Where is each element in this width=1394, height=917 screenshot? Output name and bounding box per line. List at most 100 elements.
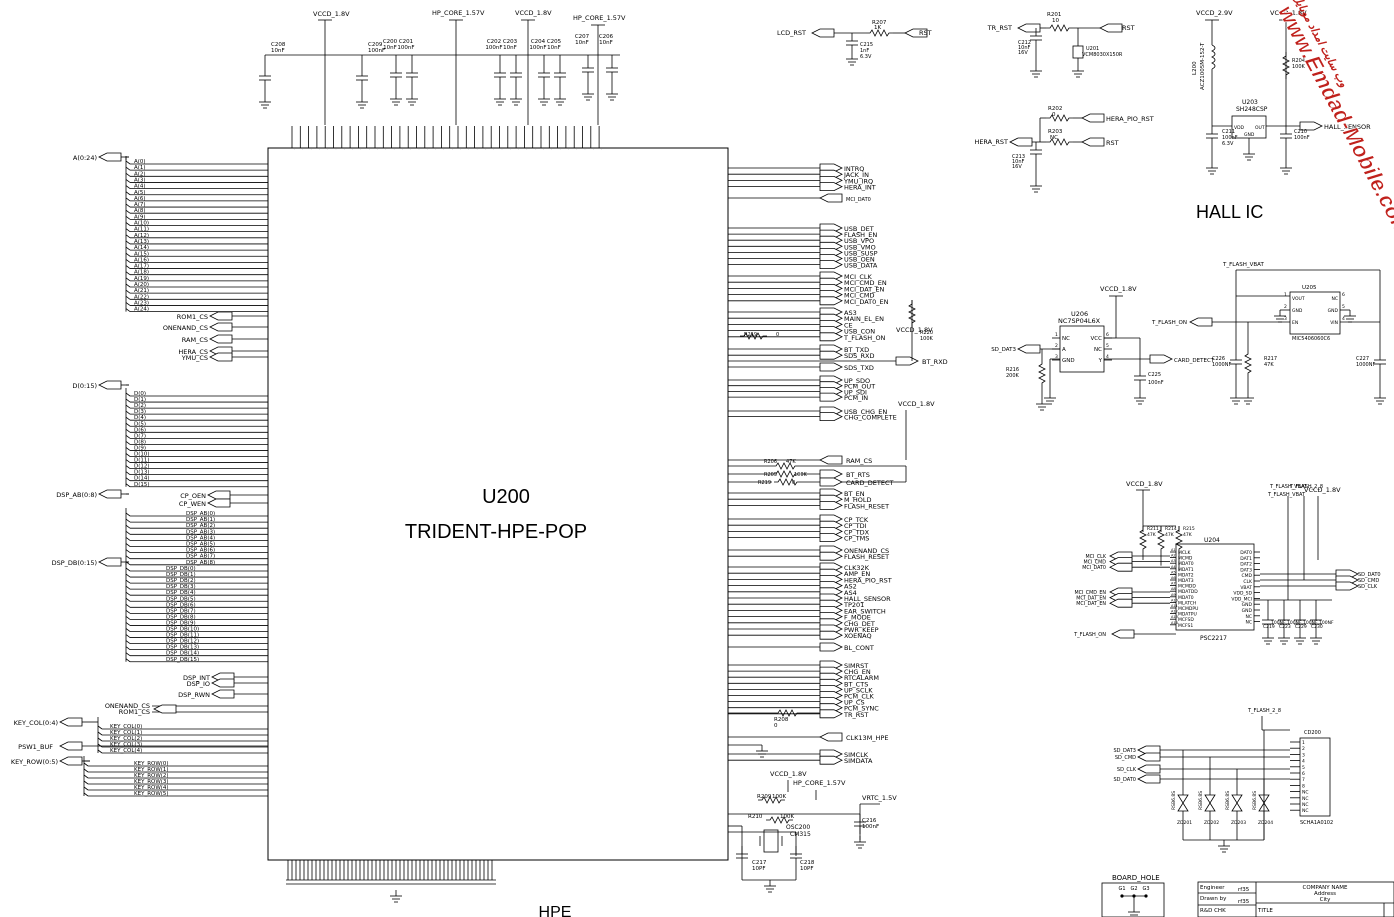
psw-label: PSW1_BUF <box>18 743 53 751</box>
sheet-title: HPE <box>539 904 572 917</box>
right-signal: FLASH_EN <box>844 231 877 239</box>
watermark: www.Emdad-Mobile.com وب سایت امداد موبای… <box>1273 0 1394 241</box>
vccd-osc-label: VCCD_1.8V <box>770 770 807 778</box>
signal-label: D(10) <box>134 452 150 458</box>
u203-val: SH248CSP <box>1236 106 1268 113</box>
right-signal: SIMDATA <box>844 757 873 765</box>
u204-pin: MCFSD <box>1178 617 1194 623</box>
output-port-icon <box>895 356 919 366</box>
c210-val: 100nF <box>1294 135 1310 141</box>
u205-pin: EN <box>1292 320 1298 326</box>
u205-pin: VIN <box>1330 320 1338 326</box>
output-port-icon <box>819 332 843 342</box>
signal-label: D(6) <box>134 427 146 433</box>
signal-label: A(7) <box>134 202 146 208</box>
signal-label: D(14) <box>134 476 150 482</box>
u204-output: SD_CLK <box>1358 584 1378 590</box>
zener-icon <box>1204 802 1216 812</box>
r201-val: 10 <box>1052 18 1059 24</box>
pin-num: · <box>593 147 594 151</box>
c215-ref: C215 <box>860 42 873 48</box>
u204-pin: CLK <box>1243 579 1253 585</box>
key-col-line: KEY_COL(1) <box>110 730 142 736</box>
cap-ref: C201 <box>399 39 413 45</box>
output-port-icon <box>819 392 843 402</box>
right-signal: T_FLASH_ON <box>843 334 886 342</box>
c213-ref: C213 <box>1012 154 1025 160</box>
board-hole-pin: G3 <box>1142 886 1149 892</box>
u204-input: MCI_DAT_EN <box>1076 596 1106 602</box>
pin-num: · <box>493 147 494 151</box>
signal-label: A(3) <box>134 177 146 183</box>
right-signal: BT_CTS <box>844 680 868 688</box>
u204-pin-num: A3 <box>1171 559 1176 563</box>
zener-icon <box>1177 794 1189 804</box>
right-signal: HALL_SENSOR <box>844 595 891 603</box>
right-signal: SDS_RXD <box>844 352 874 360</box>
input-port-icon <box>59 756 83 766</box>
osc-ref: OSC200 <box>786 824 810 831</box>
signal-label: A(17) <box>134 264 149 270</box>
signal-label: A(16) <box>134 257 149 263</box>
pin-num: · <box>327 147 328 151</box>
l200-ref: L200 <box>1192 61 1198 75</box>
cs-signal: YMU_CS <box>181 354 208 362</box>
tb-drawn-label: Drawn by <box>1200 896 1227 902</box>
u205-pin: GND <box>1292 308 1303 314</box>
u206-pin-num: 2 <box>1055 343 1058 349</box>
cap-val: 100nF <box>529 45 546 51</box>
right-signal: PWR_KEEP <box>844 626 879 634</box>
bus-label: KEY_COL(0:4) <box>14 719 58 727</box>
input-port-icon <box>98 380 122 390</box>
c218-ref: C218 <box>800 860 815 866</box>
cap-val: 10nF <box>599 40 613 46</box>
right-signal: USB_SUSP <box>844 249 878 257</box>
board-hole-pin: G2 <box>1130 886 1137 892</box>
signal-label: A(23) <box>134 300 149 306</box>
zd-val: RSB6.8S <box>1198 791 1204 810</box>
pin-num: · <box>601 147 602 151</box>
right-signal-section: INTRQJACK_INYMU_IRQHERA_INTMCI_DAT0USB_D… <box>728 163 948 765</box>
zener-icon <box>1177 802 1189 812</box>
pin-num: · <box>443 147 444 151</box>
right-signal: TR_RST <box>843 711 868 719</box>
c218-val: 10PF <box>800 866 813 872</box>
u205-pin: GND <box>1328 308 1339 314</box>
cd200-input: SD_CLK <box>1117 767 1137 773</box>
c212-v: 16V <box>1018 50 1028 56</box>
u206-pin-num: 5 <box>1106 343 1109 349</box>
signal-label: A(18) <box>134 270 149 276</box>
u203-gnd: GND <box>1244 132 1255 138</box>
vccd-chg: VCCD_1.8V <box>898 400 935 408</box>
pin-num: · <box>560 147 561 151</box>
pin-num: · <box>585 147 586 151</box>
right-signal: ONENAND_CS <box>844 547 889 555</box>
input-port-icon <box>153 704 177 714</box>
right-signal: USB_CHG_EN <box>844 408 887 416</box>
pin-num: · <box>344 147 345 151</box>
u205-pin-num: 4 <box>1342 316 1345 322</box>
right-signal: RTCALARM <box>844 674 879 682</box>
signal-label: A(8) <box>134 208 146 214</box>
signal-label: DSP_DB(9) <box>166 620 196 626</box>
zd-ref: ZD204 <box>1258 820 1273 826</box>
u204-cap-ref: C223 <box>1279 624 1291 630</box>
output-port-icon <box>819 412 843 422</box>
c227-ref: C227 <box>1356 356 1369 362</box>
u204-res-ref: R211 <box>1147 526 1159 532</box>
signal-label: D(15) <box>134 482 150 488</box>
pin-num: · <box>477 147 478 151</box>
pin-num: · <box>568 147 569 151</box>
c215-val: 1nF <box>860 48 869 54</box>
resistor-icon <box>1139 526 1147 553</box>
r210-ref: R210 <box>748 814 763 820</box>
u204-pin: MDAT0 <box>1178 595 1194 601</box>
pin-num: · <box>352 147 353 151</box>
r210-val: 100K <box>780 814 794 820</box>
u204-pin: MLATCH <box>1178 600 1196 606</box>
input-port-icon <box>211 678 235 688</box>
right-signal: MCI_DAT0 <box>846 197 871 203</box>
cap-ref: C204 <box>531 39 546 45</box>
r217-ref: R217 <box>1264 356 1277 362</box>
